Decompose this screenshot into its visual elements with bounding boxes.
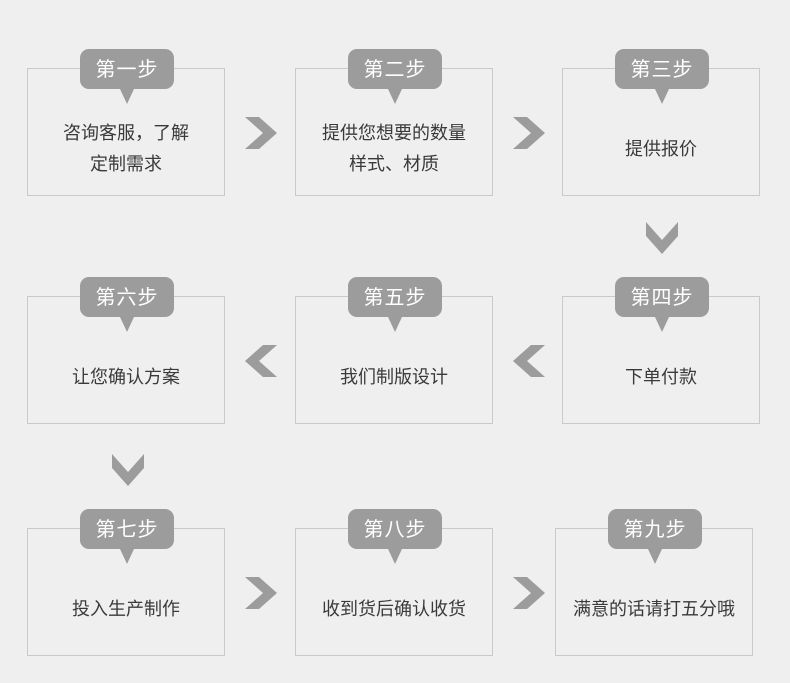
- step-text-8: 收到货后确认收货: [322, 598, 466, 620]
- right-arrow-icon: [511, 575, 547, 611]
- step-box-3: 第三步 提供报价: [562, 49, 760, 196]
- step-badge-3: 第三步: [615, 49, 709, 104]
- step-box-8: 第八步 收到货后确认收货: [295, 509, 493, 656]
- step-badge-6: 第六步: [80, 277, 174, 332]
- right-arrow-icon: [243, 575, 279, 611]
- step-text-5: 我们制版设计: [340, 366, 448, 388]
- step-badge-1: 第一步: [80, 49, 174, 104]
- step-text-6: 让您确认方案: [72, 366, 180, 388]
- down-arrow-icon: [110, 452, 146, 488]
- step-badge-7: 第七步: [80, 509, 174, 564]
- left-arrow-icon: [243, 343, 279, 379]
- step-text-4: 下单付款: [625, 366, 697, 388]
- step-text-7: 投入生产制作: [72, 598, 180, 620]
- step-box-9: 第九步 满意的话请打五分哦: [555, 509, 753, 656]
- right-arrow-icon: [243, 115, 279, 151]
- left-arrow-icon: [511, 343, 547, 379]
- step-text-3: 提供报价: [625, 138, 697, 160]
- step-box-6: 第六步 让您确认方案: [27, 277, 225, 424]
- step-box-2: 第二步 提供您想要的数量 样式、材质: [295, 49, 493, 196]
- step-text-9: 满意的话请打五分哦: [573, 598, 735, 620]
- step-badge-2: 第二步: [348, 49, 442, 104]
- step-text-1: 咨询客服，了解 定制需求: [63, 123, 189, 175]
- step-box-4: 第四步 下单付款: [562, 277, 760, 424]
- step-box-1: 第一步 咨询客服，了解 定制需求: [27, 49, 225, 196]
- step-text-2: 提供您想要的数量 样式、材质: [322, 123, 466, 175]
- step-box-5: 第五步 我们制版设计: [295, 277, 493, 424]
- step-badge-8: 第八步: [348, 509, 442, 564]
- step-badge-5: 第五步: [348, 277, 442, 332]
- step-box-7: 第七步 投入生产制作: [27, 509, 225, 656]
- step-badge-9: 第九步: [608, 509, 702, 564]
- right-arrow-icon: [511, 115, 547, 151]
- step-badge-4: 第四步: [615, 277, 709, 332]
- down-arrow-icon: [644, 220, 680, 256]
